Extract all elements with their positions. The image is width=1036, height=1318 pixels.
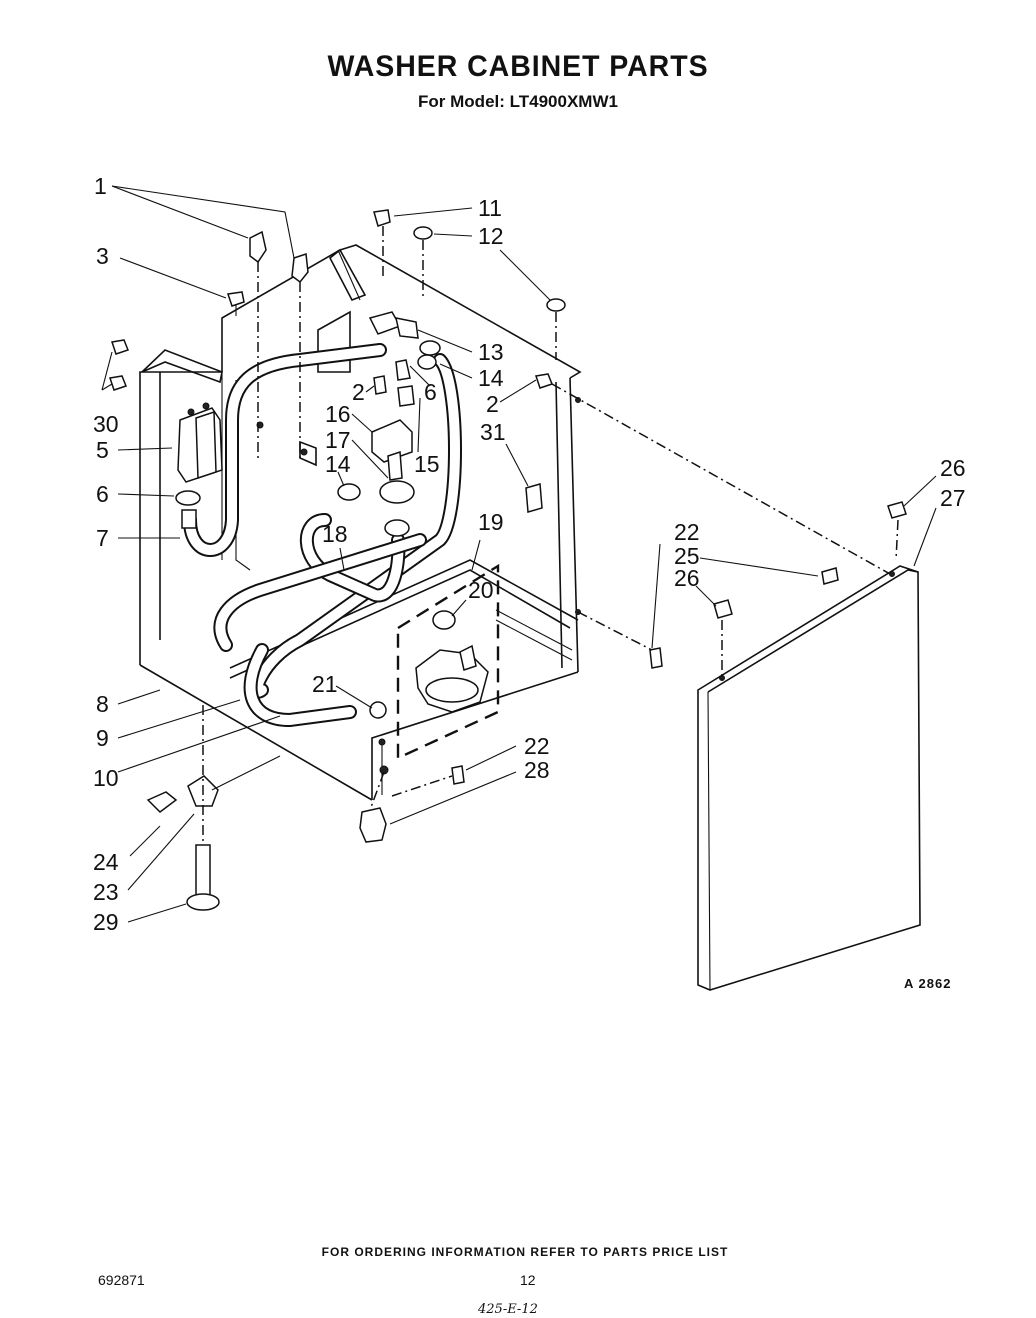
callout-23: 23 bbox=[93, 879, 119, 905]
callout-9: 9 bbox=[96, 725, 109, 751]
callout-28: 28 bbox=[524, 757, 550, 783]
callout-31: 31 bbox=[480, 419, 506, 445]
callout-10: 10 bbox=[93, 765, 119, 791]
figure-reference: A 2862 bbox=[904, 976, 951, 991]
callout-29: 29 bbox=[93, 909, 119, 935]
callout-30: 30 bbox=[93, 411, 119, 437]
model-subtitle: For Model: LT4900XMW1 bbox=[418, 92, 618, 111]
callout-3: 3 bbox=[96, 243, 109, 269]
callout-15: 15 bbox=[414, 451, 440, 477]
callout-19: 19 bbox=[478, 509, 504, 535]
callout-13: 13 bbox=[478, 339, 504, 365]
callout-6-left: 6 bbox=[96, 481, 109, 507]
document-number: 692871 bbox=[98, 1272, 145, 1288]
callout-21: 21 bbox=[312, 671, 338, 697]
callout-22-lower: 22 bbox=[524, 733, 550, 759]
callout-numbers: 1 3 30 5 6 7 8 9 10 24 23 29 11 12 13 14… bbox=[93, 173, 966, 935]
front-panel bbox=[697, 565, 921, 991]
washer-cabinet bbox=[139, 244, 582, 801]
callout-7: 7 bbox=[96, 525, 109, 551]
callout-16: 16 bbox=[325, 401, 351, 427]
callout-5: 5 bbox=[96, 437, 109, 463]
callout-11: 11 bbox=[478, 195, 502, 221]
callout-8: 8 bbox=[96, 691, 109, 717]
callout-6-right: 6 bbox=[424, 379, 437, 405]
callout-26-lower: 26 bbox=[674, 565, 700, 591]
callout-14-top: 14 bbox=[478, 365, 504, 391]
page-title: WASHER CABINET PARTS bbox=[327, 50, 709, 83]
callout-12: 12 bbox=[478, 223, 504, 249]
callout-14-mid: 14 bbox=[325, 451, 351, 477]
callout-18: 18 bbox=[322, 521, 348, 547]
page-number: 12 bbox=[520, 1272, 536, 1288]
callout-26-upper: 26 bbox=[940, 455, 966, 481]
callout-24: 24 bbox=[93, 849, 119, 875]
leader-lines bbox=[101, 185, 937, 923]
callout-2-left: 2 bbox=[352, 379, 365, 405]
callout-1: 1 bbox=[94, 173, 107, 199]
ordering-note: FOR ORDERING INFORMATION REFER TO PARTS … bbox=[321, 1245, 729, 1259]
callout-27: 27 bbox=[940, 485, 966, 511]
callout-25: 25 bbox=[674, 543, 700, 569]
hoses bbox=[183, 343, 462, 728]
callout-17: 17 bbox=[325, 427, 351, 453]
callout-20: 20 bbox=[468, 577, 494, 603]
handwritten-note: 425-E-12 bbox=[478, 1302, 538, 1317]
parts bbox=[109, 209, 907, 911]
alignment-lines bbox=[202, 226, 899, 845]
callout-22-upper: 22 bbox=[674, 519, 700, 545]
callout-2-right: 2 bbox=[486, 391, 499, 417]
